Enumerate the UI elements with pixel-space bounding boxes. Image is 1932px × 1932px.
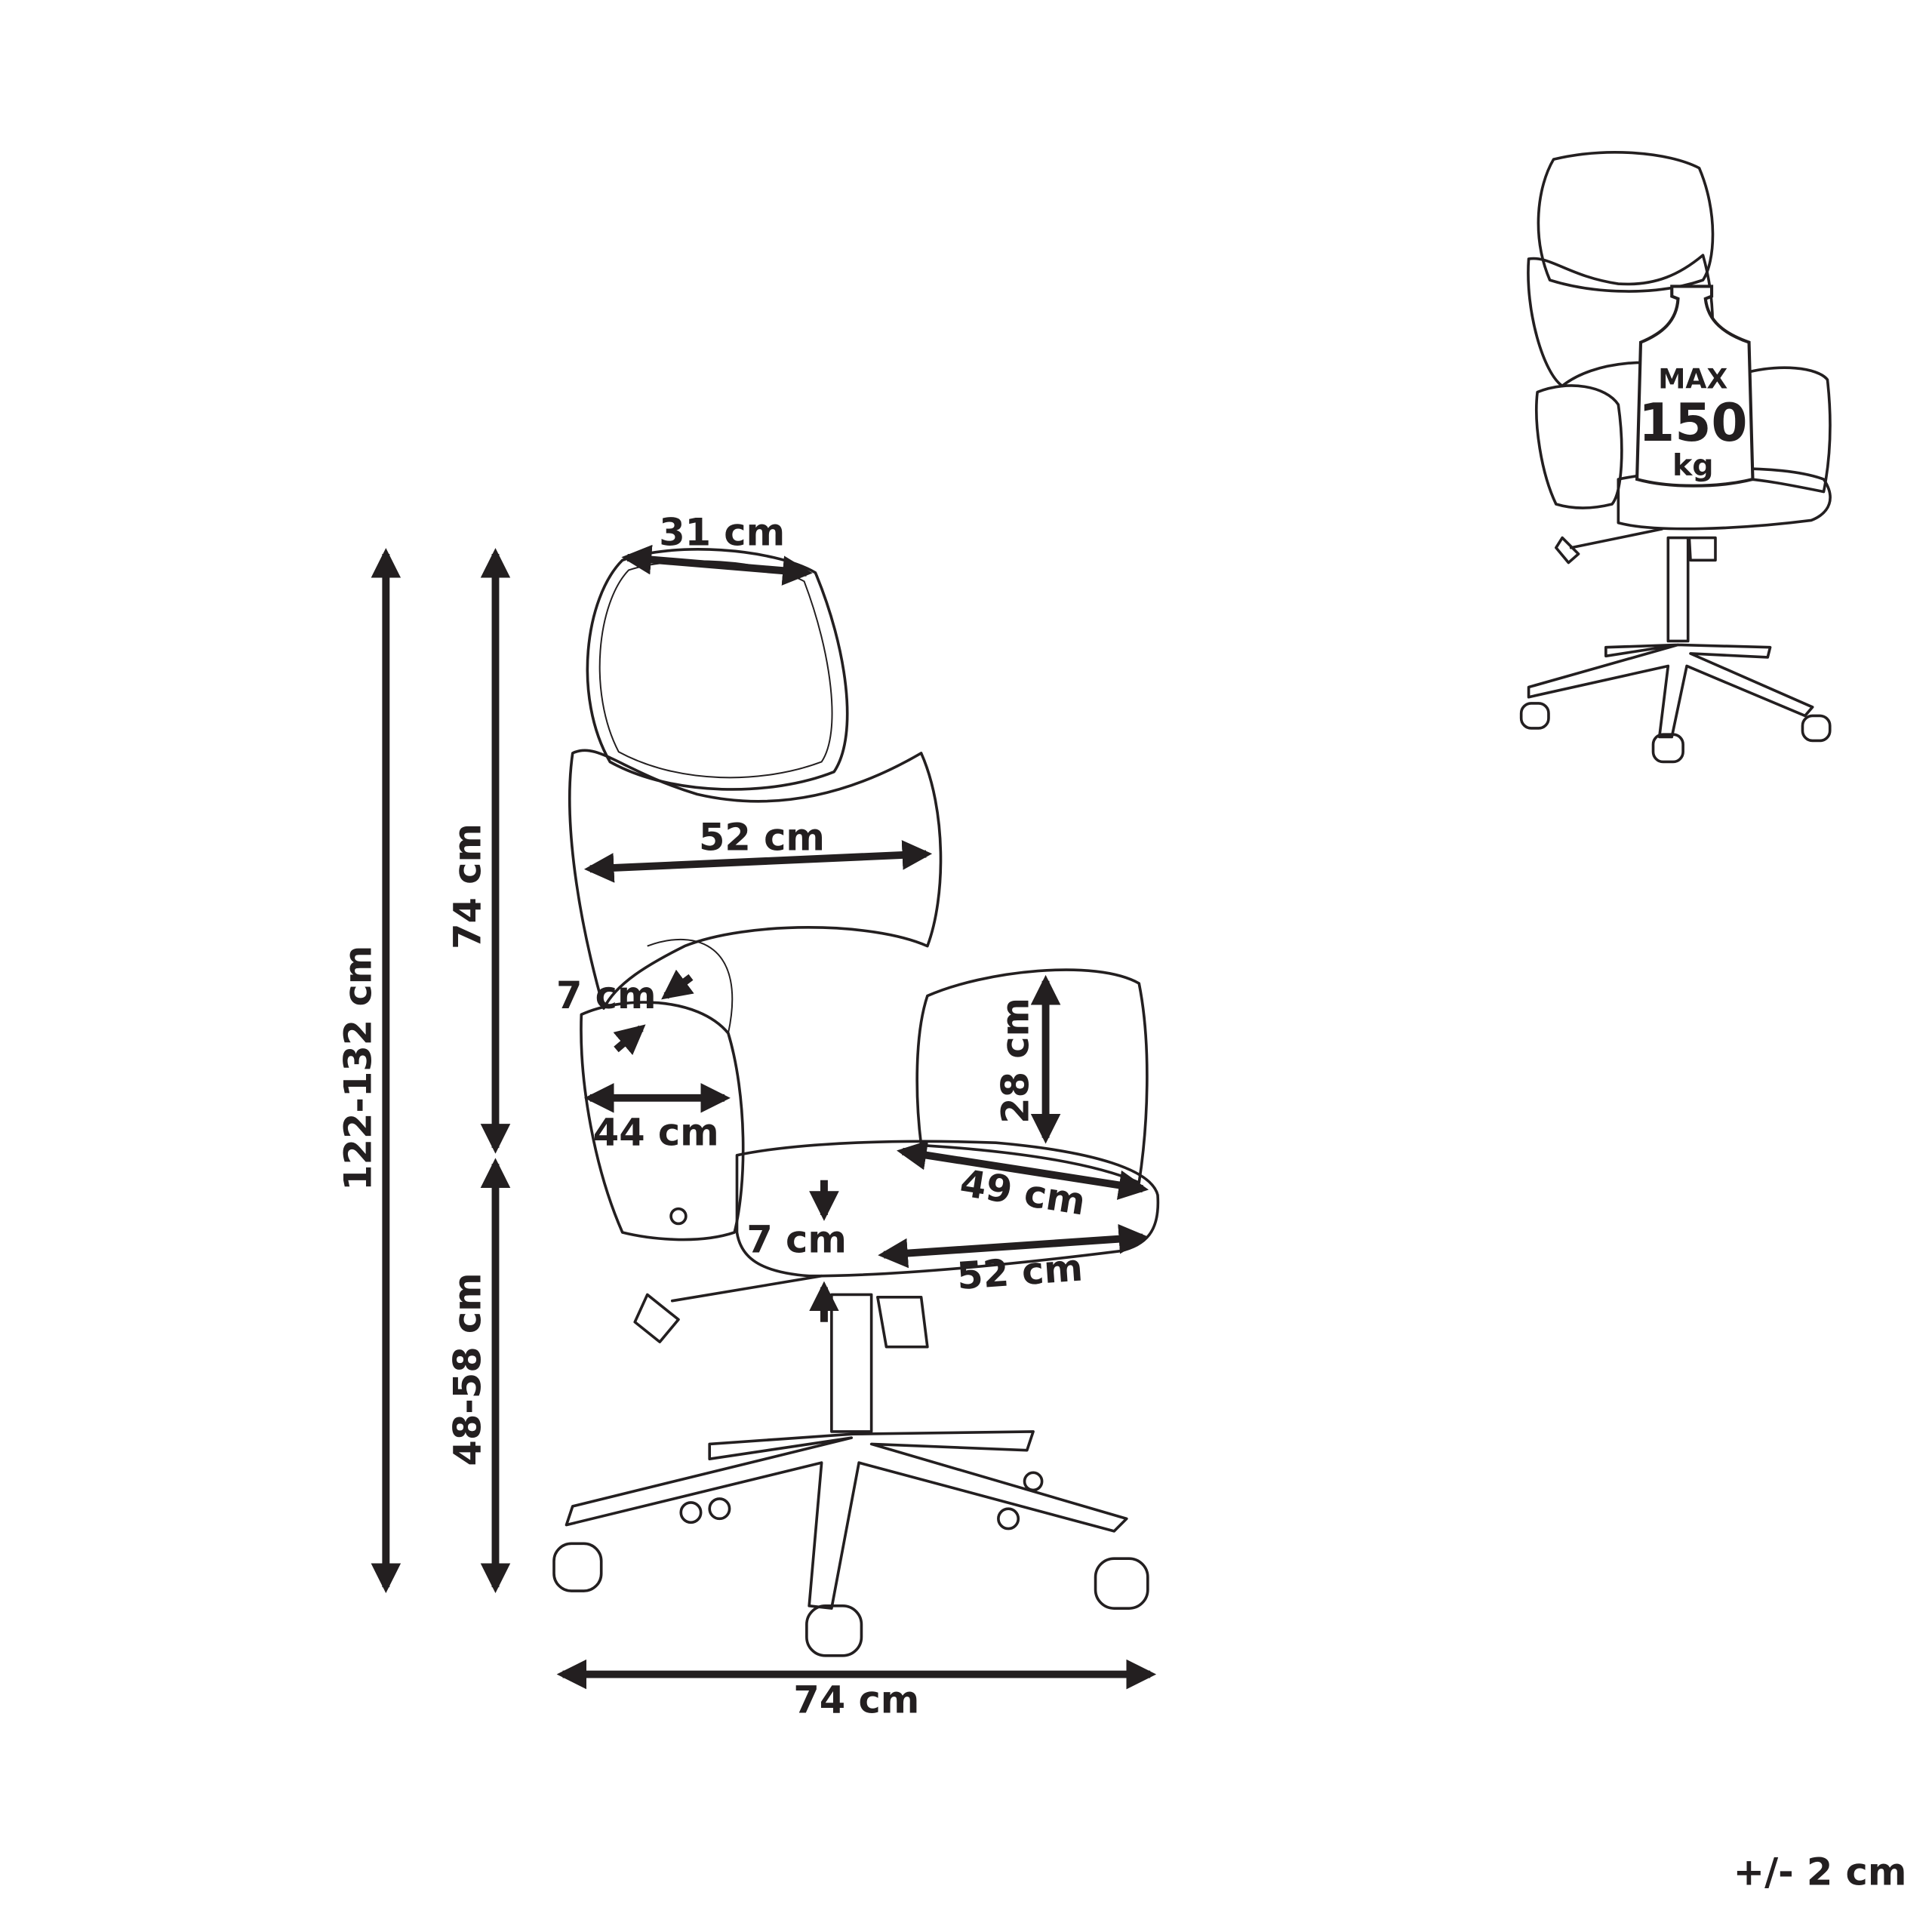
weight-icon (1635, 285, 1755, 488)
headrest (586, 548, 849, 791)
backrest-width-label: 52 cm (699, 816, 825, 860)
backrest-height-label: 74 cm (446, 823, 490, 949)
seat-height-label: 48-58 cm (446, 1272, 490, 1466)
max-weight-value: 150 (1638, 393, 1748, 454)
seat-depth-label: 49 cm (957, 1161, 1088, 1223)
seat-thickness-label: 7 cm (746, 1217, 847, 1261)
gas-lift-column (830, 1293, 873, 1433)
headrest-width-label: 31 cm (659, 510, 785, 554)
star-base (565, 1430, 1128, 1610)
armrest-height-label: 28 cm (993, 998, 1037, 1124)
weight-unit: kg (1672, 448, 1714, 483)
height-knob (876, 1295, 929, 1349)
max-label: MAX (1658, 363, 1727, 395)
inset-chair-with-max-load: MAX 150 kg (1519, 151, 1832, 764)
total-height-label: 122-132 cm (337, 946, 380, 1191)
left-armrest (580, 1001, 745, 1241)
armrest-width-label: 44 cm (593, 1111, 719, 1155)
seat-width-label: 52 cm (955, 1246, 1084, 1299)
caster-wheels (552, 1471, 1149, 1657)
dimension-arrows (371, 544, 1157, 1690)
chair-drawing (552, 548, 1160, 1657)
tolerance-label: +/- 2 cm (1734, 1850, 1907, 1894)
armrest-thickness-label: 7 cm (556, 974, 657, 1017)
base-width-label: 74 cm (793, 1678, 919, 1722)
tilt-lever (633, 1274, 823, 1343)
backrest (568, 749, 943, 1010)
